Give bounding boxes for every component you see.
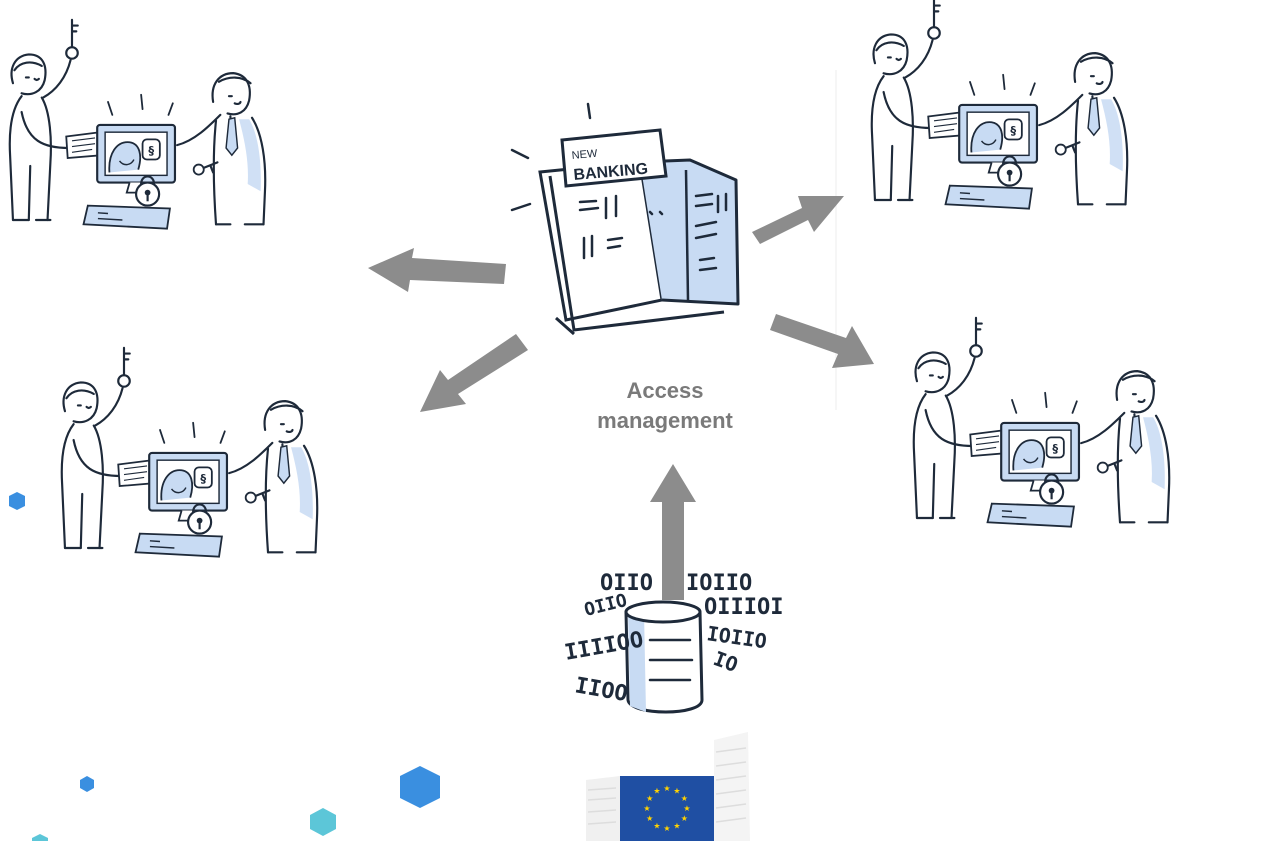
key-handover-scene-icon: [60, 346, 319, 558]
arrow-to-right-lower: [770, 314, 874, 368]
center-label-line-2: management: [597, 408, 733, 433]
eu-star-icon: ★: [681, 814, 688, 823]
eu-star-icon: ★: [673, 787, 680, 796]
hexagon-icon: [9, 492, 25, 510]
svg-text:IIOO: IIOO: [573, 673, 630, 707]
eu-flag-icon: ★★★★★★★★★★★★: [620, 776, 714, 841]
center-label-line-1: Access: [626, 378, 704, 403]
arrow-to-bottom-left: [420, 334, 528, 412]
svg-text:IOIIO: IOIIO: [686, 571, 752, 596]
eu-star-icon: ★: [663, 784, 670, 793]
eu-building-icon: [586, 732, 750, 841]
eu-star-icon: ★: [683, 804, 690, 813]
document-label-large: BANKING: [573, 161, 649, 184]
svg-text:OIIIOI: OIIIOI: [704, 595, 783, 620]
flow-arrows: [368, 196, 874, 600]
access-management-label: Access management: [555, 376, 775, 436]
key-handover-scene-icon: [8, 18, 267, 230]
key-handover-scene-icon: [870, 0, 1129, 210]
eu-star-icon: ★: [646, 814, 653, 823]
svg-text:IO: IO: [710, 646, 741, 677]
hexagon-icon: [400, 766, 440, 808]
eu-star-icon: ★: [681, 794, 688, 803]
svg-text:IOIIO: IOIIO: [705, 621, 768, 653]
arrow-to-top-left: [368, 248, 506, 292]
eu-star-icon: ★: [646, 794, 653, 803]
document-label-small: NEW: [571, 148, 598, 162]
eu-star-icon: ★: [663, 824, 670, 833]
eu-star-icon: ★: [643, 804, 650, 813]
eu-star-icon: ★: [653, 821, 660, 830]
svg-text:OIIO: OIIO: [582, 590, 629, 621]
eu-star-icon: ★: [653, 787, 660, 796]
decorative-hexagons: [9, 492, 440, 846]
arrow-to-top-right: [752, 196, 844, 244]
hexagon-icon: [80, 776, 94, 792]
eu-star-icon: ★: [673, 821, 680, 830]
svg-text:OIIO: OIIO: [600, 571, 653, 596]
key-handover-scene-icon: [912, 316, 1171, 528]
hexagon-icon: [310, 808, 336, 836]
newspaper-icon: NEW BANKING: [510, 102, 740, 336]
hexagon-icon: [32, 834, 48, 846]
eu-stars: ★★★★★★★★★★★★: [643, 784, 690, 833]
arrow-up-from-database: [650, 464, 696, 600]
